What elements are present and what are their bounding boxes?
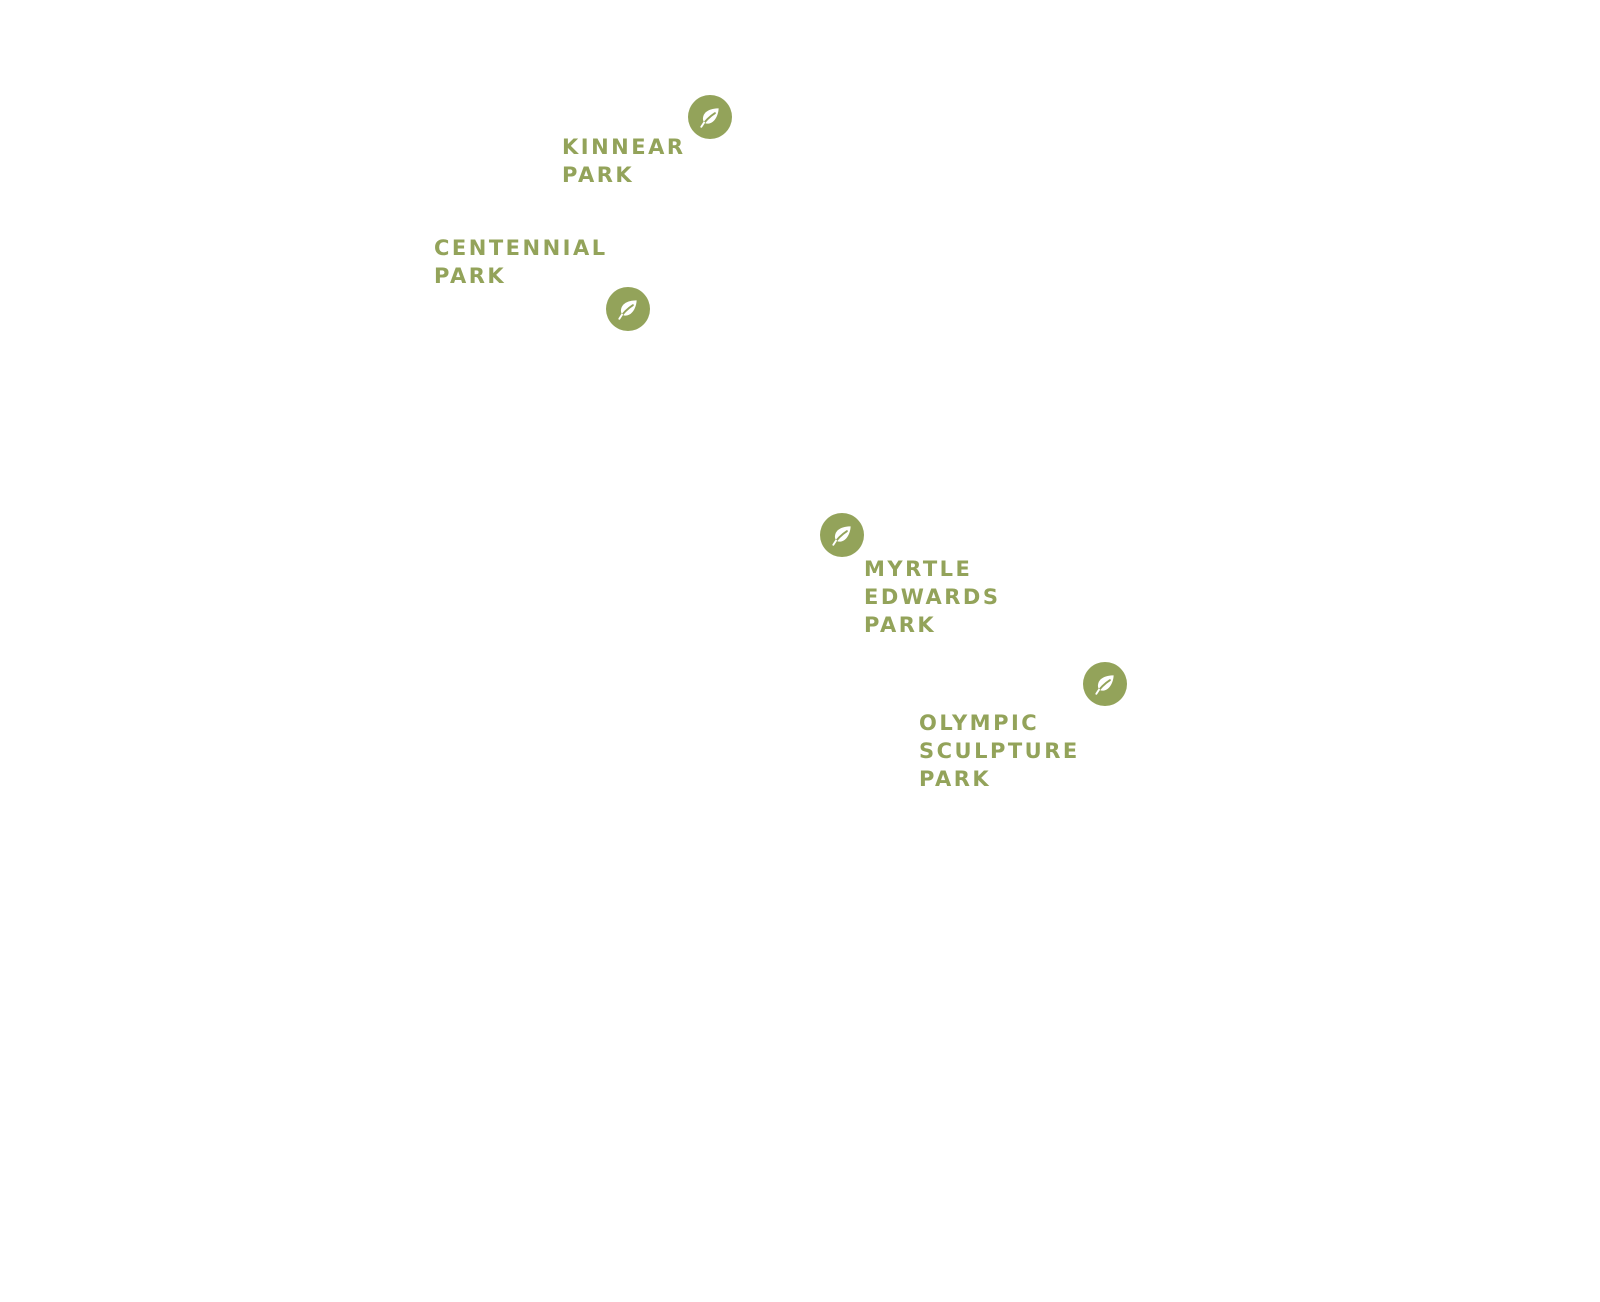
label-line: PARK	[562, 163, 635, 187]
label-line: KINNEAR	[562, 135, 686, 159]
leaf-icon	[618, 300, 637, 320]
leaf-icon	[832, 526, 851, 546]
label-line: OLYMPIC	[919, 711, 1040, 735]
label-line: PARK	[919, 767, 992, 791]
label-line: PARK	[864, 613, 937, 637]
park-marker-kinnear[interactable]	[688, 95, 732, 139]
label-line: EDWARDS	[864, 585, 1001, 609]
park-label-kinnear: KINNEAR PARK	[562, 133, 686, 189]
leaf-icon	[700, 108, 719, 128]
park-label-olympic-sculpture: OLYMPIC SCULPTURE PARK	[919, 709, 1080, 793]
label-line: CENTENNIAL	[434, 236, 608, 260]
label-line: SCULPTURE	[919, 739, 1080, 763]
park-marker-myrtle-edwards[interactable]	[820, 513, 864, 557]
label-line: MYRTLE	[864, 557, 973, 581]
leaf-icon	[1095, 675, 1114, 695]
label-line: PARK	[434, 264, 507, 288]
park-label-centennial: CENTENNIAL PARK	[434, 234, 608, 290]
park-marker-centennial[interactable]	[606, 287, 650, 331]
park-marker-olympic-sculpture[interactable]	[1083, 662, 1127, 706]
park-label-myrtle-edwards: MYRTLE EDWARDS PARK	[864, 555, 1000, 639]
